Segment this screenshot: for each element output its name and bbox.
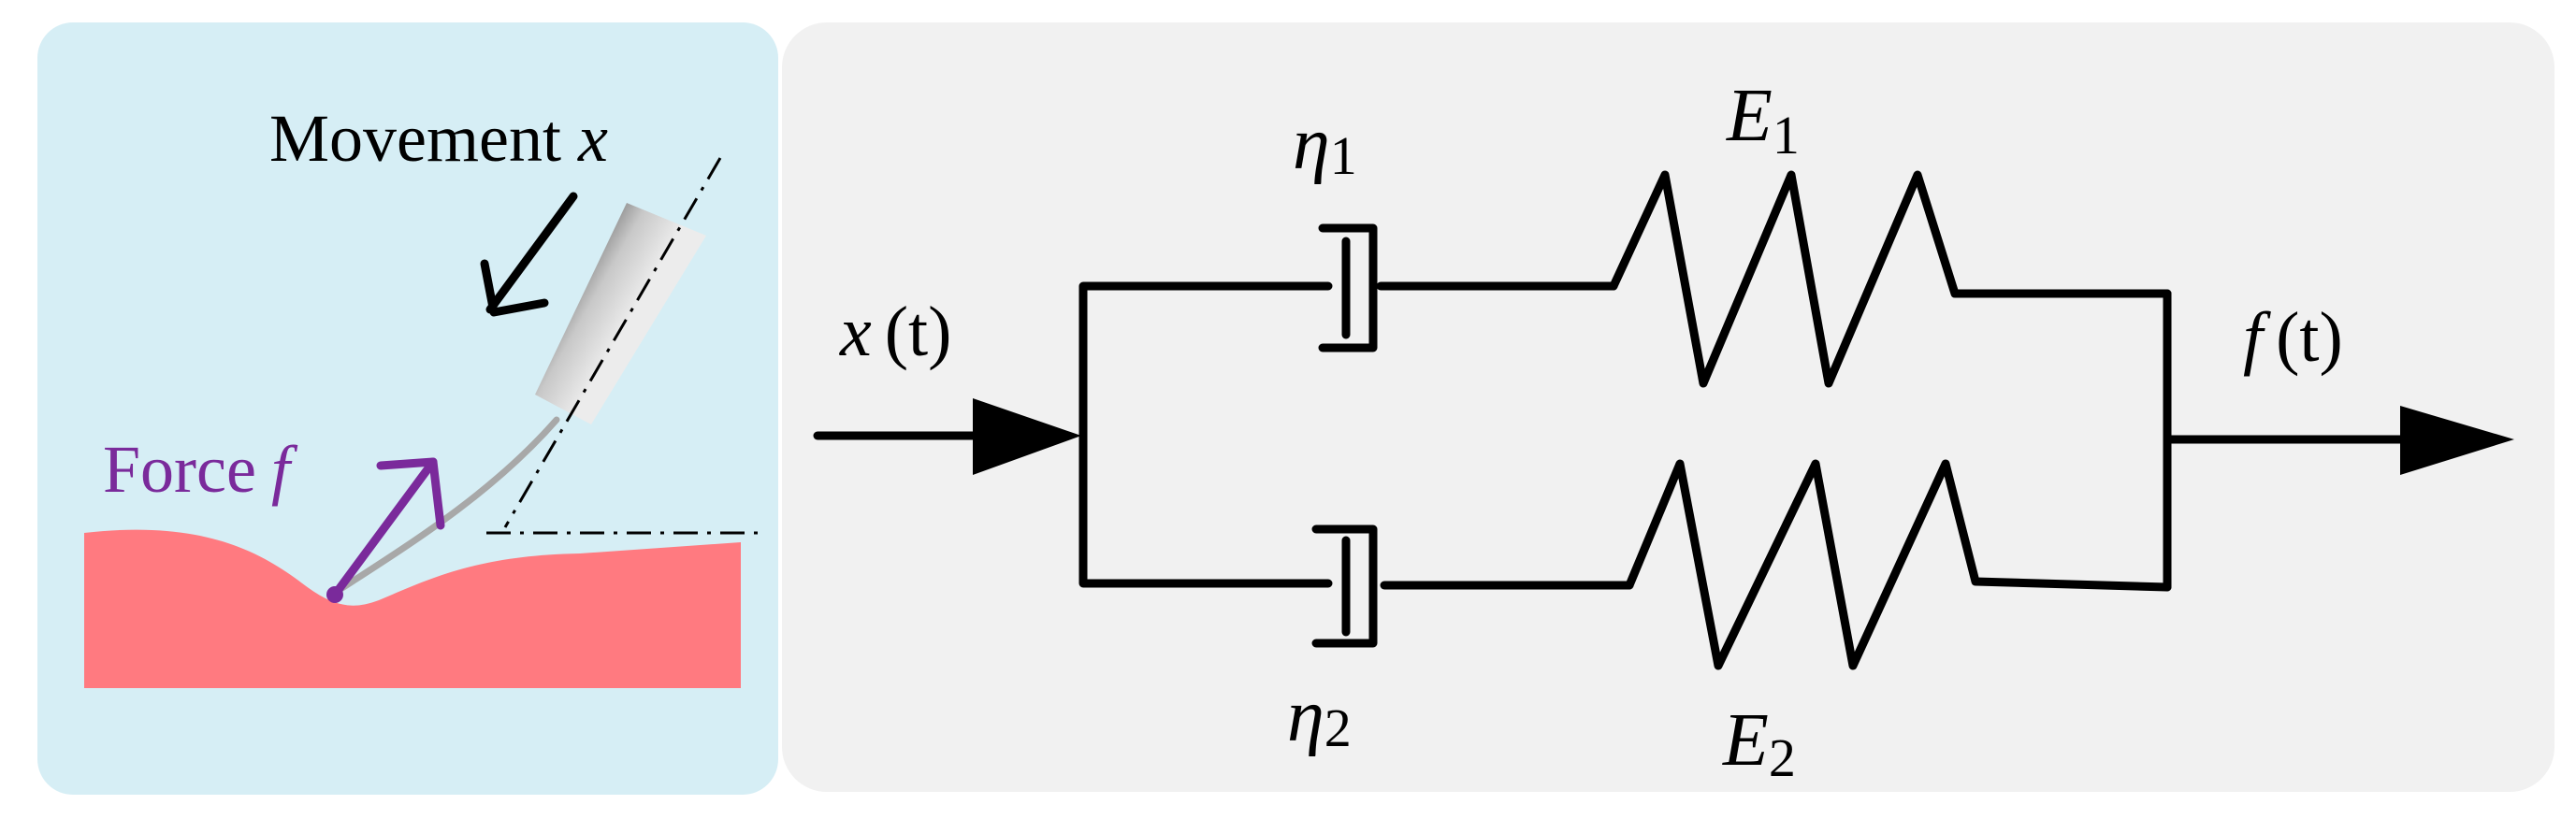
spring-E1 [1609,170,2172,388]
output-label: f(t) [2243,298,2343,377]
movement-arrow [480,192,578,317]
dashpot-eta1 [1318,223,1378,352]
contact-point [326,586,343,603]
probe-shaft [331,416,560,596]
dashpot-eta2 [1311,524,1378,648]
input-arrowhead [973,398,1081,475]
spring-E2 [1625,459,2172,670]
E2-label: E2 [1722,699,1796,788]
right-panel-background [782,22,2554,792]
model-diagram-svg: x(t) f(t) η1 η2 E1 E2 [782,22,2554,792]
E1-label: E1 [1726,75,1800,165]
tissue-surface [84,529,741,688]
eta1-label: η1 [1293,103,1357,186]
force-arrow [326,457,445,603]
viscoelastic-model-panel: x(t) f(t) η1 η2 E1 E2 [782,22,2554,792]
input-label: x(t) [839,293,951,371]
left-junction-wires [1078,281,1333,588]
output-arrowhead [2400,406,2514,475]
eta2-label: η2 [1287,675,1352,758]
